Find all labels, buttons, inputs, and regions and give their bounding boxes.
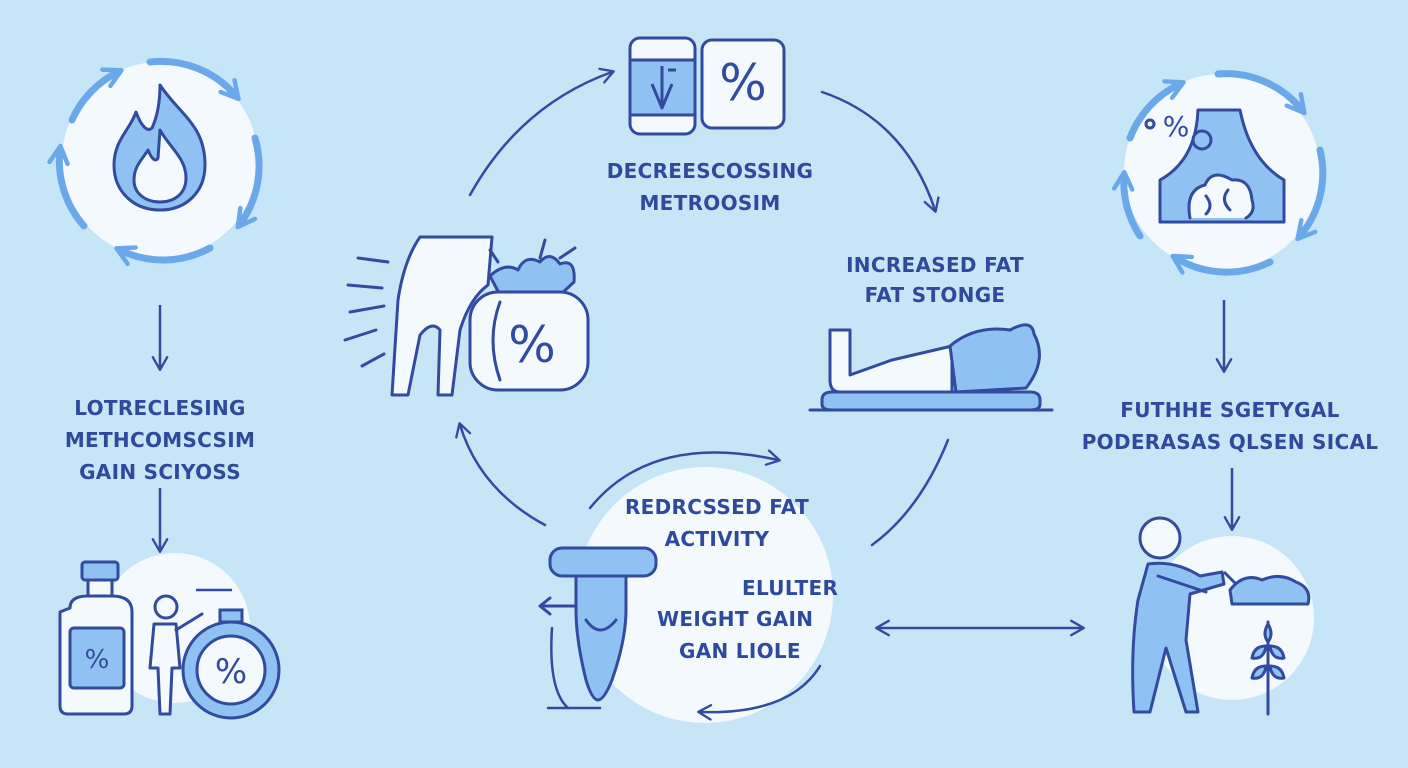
svg-text:%: % xyxy=(508,316,556,374)
scale-percent-icon: % xyxy=(628,36,786,136)
left-label-line-3: GAIN SCIYOSS xyxy=(79,460,241,484)
cycle-loop-arrows xyxy=(455,67,950,547)
bottom-label-a-line-1: REDRCSSED FAT xyxy=(624,495,810,519)
bottom-left-group: % % xyxy=(58,553,281,720)
organs-percent-icon: % xyxy=(1144,108,1286,224)
organs-cycle-group: % xyxy=(1111,70,1327,276)
activity-cycle-arrows xyxy=(546,449,822,721)
body-percent-icon: % xyxy=(343,235,590,397)
bottom-label-b-line-2: WEIGHT GAIN xyxy=(657,607,814,631)
bottom-label-b-line-3: GAN LIOLE xyxy=(679,639,801,663)
right-mid-label-line-1: INCREASED FAT xyxy=(846,253,1024,277)
svg-text:%: % xyxy=(1163,110,1190,143)
cycle-arrows-icon-right xyxy=(1111,70,1327,276)
fire-icon xyxy=(112,83,207,212)
bottom-label-b-line-1: ELULTER xyxy=(742,576,839,600)
left-label-line-2: METHCOMSCSIM xyxy=(64,428,256,452)
bottom-center-background xyxy=(577,467,833,723)
wheat-icon xyxy=(1250,620,1286,716)
top-label-line-1: DECREESCOSSING xyxy=(606,159,814,183)
bottom-label-a-line-2: ACTIVITY xyxy=(664,527,770,551)
bottle-percent-icon: % xyxy=(58,560,134,716)
right-mid-label-line-2: FAT STONGE xyxy=(864,283,1006,307)
bottom-right-group xyxy=(1131,516,1314,716)
top-label-line-2: METROOSIM xyxy=(639,191,781,215)
bottom-center-group xyxy=(538,449,833,723)
svg-text:%: % xyxy=(719,54,767,112)
svg-text:%: % xyxy=(85,645,110,675)
bowl-icon xyxy=(1222,570,1311,606)
left-label-line-1: LOTRECLESING xyxy=(74,396,246,420)
percent-badge-icon: % xyxy=(181,608,281,720)
lying-person-icon xyxy=(808,323,1054,412)
svg-text:%: % xyxy=(215,652,247,692)
right-label-line-1: FUTHHE SGETYGAL xyxy=(1120,398,1340,422)
worker-person-icon xyxy=(1131,516,1226,714)
cycle-arrows-icon xyxy=(47,57,263,267)
funnel-icon xyxy=(538,546,658,702)
right-label-line-2: PODERASAS QLSEN SICAL xyxy=(1081,430,1379,454)
fire-cycle-group xyxy=(47,57,263,267)
person-icon xyxy=(148,594,204,716)
